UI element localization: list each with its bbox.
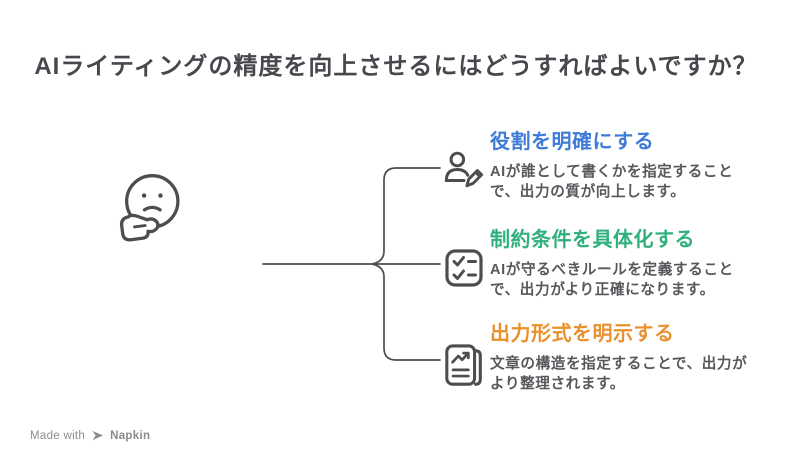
made-with-napkin-attribution[interactable]: Made with Napkin bbox=[30, 429, 150, 442]
report-document-icon bbox=[443, 341, 485, 393]
napkin-pen-logo-icon bbox=[91, 429, 104, 442]
branch-constraints: 制約条件を具体化する AIが守るべきルールを定義することで、出力がより正確になり… bbox=[443, 227, 763, 300]
branch-role: 役割を明確にする AIが誰として書くかを指定することで、出力の質が向上します。 bbox=[443, 129, 763, 202]
person-pencil-icon bbox=[443, 149, 485, 201]
branch-role-title: 役割を明確にする bbox=[490, 131, 655, 153]
branch-output-format-description: 文章の構造を指定することで、出力がより整理されます。 bbox=[490, 356, 748, 392]
napkin-brand-name: Napkin bbox=[110, 429, 151, 442]
made-with-label: Made with bbox=[30, 429, 86, 442]
branch-output-format-title: 出力形式を明示する bbox=[490, 323, 675, 345]
branch-role-description: AIが誰として書くかを指定することで、出力の質が向上します。 bbox=[490, 164, 734, 200]
diagram-title: AIライティングの精度を向上させるにはどうすればよいですか？ bbox=[34, 53, 758, 80]
checklist-icon bbox=[443, 247, 485, 299]
branch-constraints-title: 制約条件を具体化する bbox=[490, 229, 695, 251]
thinking-face-icon bbox=[112, 170, 184, 244]
branch-constraints-description: AIが守るべきルールを定義することで、出力がより正確になります。 bbox=[490, 262, 734, 298]
branch-output-format: 出力形式を明示する 文章の構造を指定することで、出力がより整理されます。 bbox=[443, 321, 763, 394]
